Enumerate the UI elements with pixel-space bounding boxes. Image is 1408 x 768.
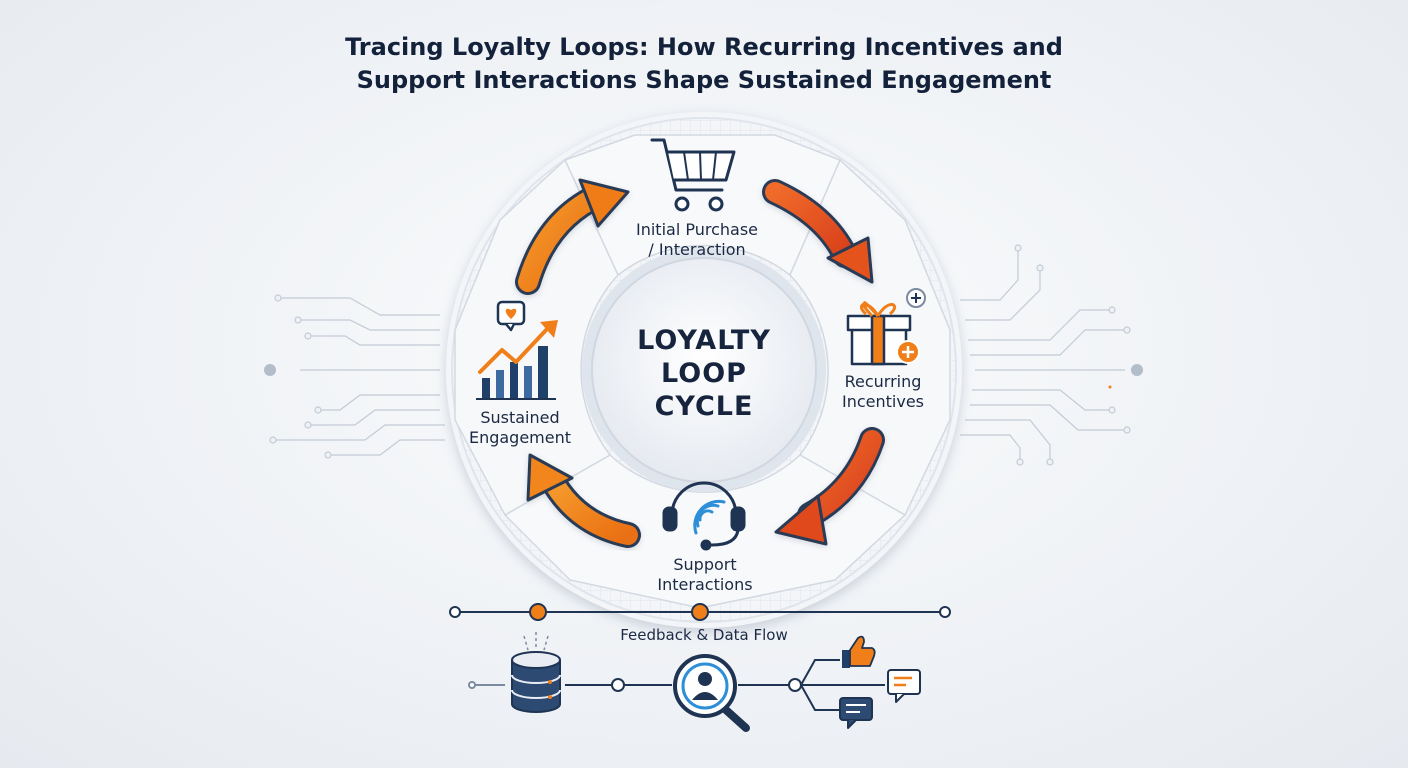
arrow-engagement-to-purchase xyxy=(515,178,630,295)
center-label: LOYALTY LOOP CYCLE xyxy=(584,324,824,423)
stage-recurring-incentives: Recurring Incentives xyxy=(808,372,958,412)
stage-sustained-engagement-line-2: Engagement xyxy=(468,428,572,447)
arrow-support-to-engagement xyxy=(526,453,641,548)
stage-recurring-incentives-line-1: Recurring xyxy=(844,372,922,391)
stage-support-interactions: Support Interactions xyxy=(610,555,800,595)
arrow-purchase-to-incentives xyxy=(762,179,874,284)
stage-initial-purchase-line-1: Initial Purchase xyxy=(635,220,758,239)
stage-initial-purchase: Initial Purchase / Interaction xyxy=(597,220,797,260)
circuit-spark xyxy=(1108,385,1112,389)
arrow-incentives-to-support xyxy=(774,427,885,546)
growth-chart-icon xyxy=(476,300,558,400)
circuit-lines-right xyxy=(960,244,1131,466)
data-flow-connectors xyxy=(468,659,885,711)
center-label-line-1: LOYALTY xyxy=(637,325,771,356)
stage-recurring-incentives-line-2: Incentives xyxy=(841,392,924,411)
shopping-cart-icon xyxy=(650,138,736,212)
message-icon xyxy=(887,669,921,703)
chat-bubble-icon xyxy=(839,697,873,729)
circuit-node-left xyxy=(264,364,276,376)
page-title-line-2: Support Interactions Shape Sustained Eng… xyxy=(356,66,1052,94)
user-search-icon xyxy=(673,654,750,732)
center-label-line-3: CYCLE xyxy=(654,391,754,422)
circuit-lines-left xyxy=(269,294,445,459)
database-icon xyxy=(511,632,561,713)
feedback-data-flow-label: Feedback & Data Flow xyxy=(620,626,788,644)
headset-icon xyxy=(662,481,746,551)
stage-sustained-engagement-line-1: Sustained xyxy=(480,408,560,427)
stage-support-interactions-line-2: Interactions xyxy=(657,575,753,594)
thumbs-up-icon xyxy=(842,635,876,668)
center-label-line-2: LOOP xyxy=(661,358,747,389)
feedback-timeline xyxy=(449,603,951,621)
stage-support-interactions-line-1: Support xyxy=(673,555,737,574)
gift-icon xyxy=(846,288,926,366)
stage-initial-purchase-line-2: / Interaction xyxy=(648,240,746,259)
circuit-node-right xyxy=(1131,364,1143,376)
page-title-line-1: Tracing Loyalty Loops: How Recurring Inc… xyxy=(345,33,1063,61)
stage-sustained-engagement: Sustained Engagement xyxy=(445,408,595,448)
